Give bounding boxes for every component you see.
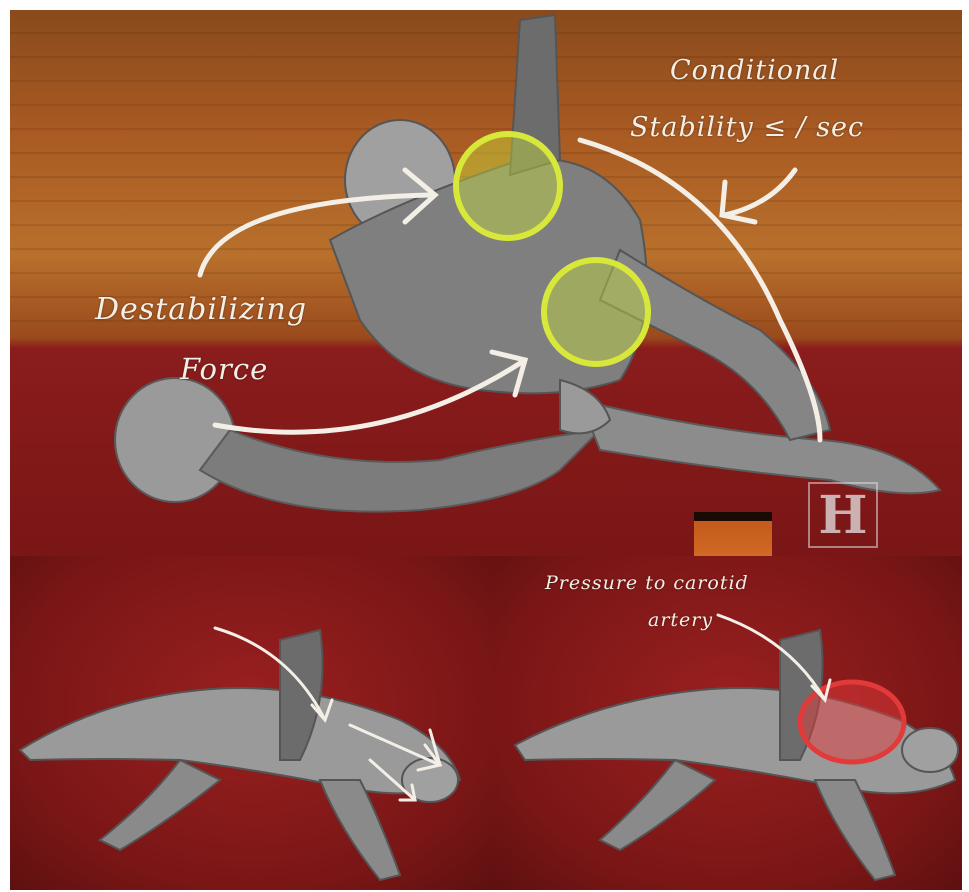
bottom-left-figures xyxy=(20,630,460,880)
artery-label: artery xyxy=(648,609,713,631)
pressure-label: Pressure to carotid xyxy=(545,572,749,594)
carotid-highlight-icon xyxy=(800,682,904,762)
conditional-label: Conditional xyxy=(670,55,839,86)
stability-label: Stability ≤ / sec xyxy=(630,112,864,143)
destabilizing-label: Destabilizing xyxy=(95,292,307,327)
bottom-right-figures xyxy=(515,630,958,880)
history-logo-icon: H xyxy=(808,482,878,548)
force-label: Force xyxy=(180,352,268,386)
inset-thumbnail xyxy=(694,512,772,556)
